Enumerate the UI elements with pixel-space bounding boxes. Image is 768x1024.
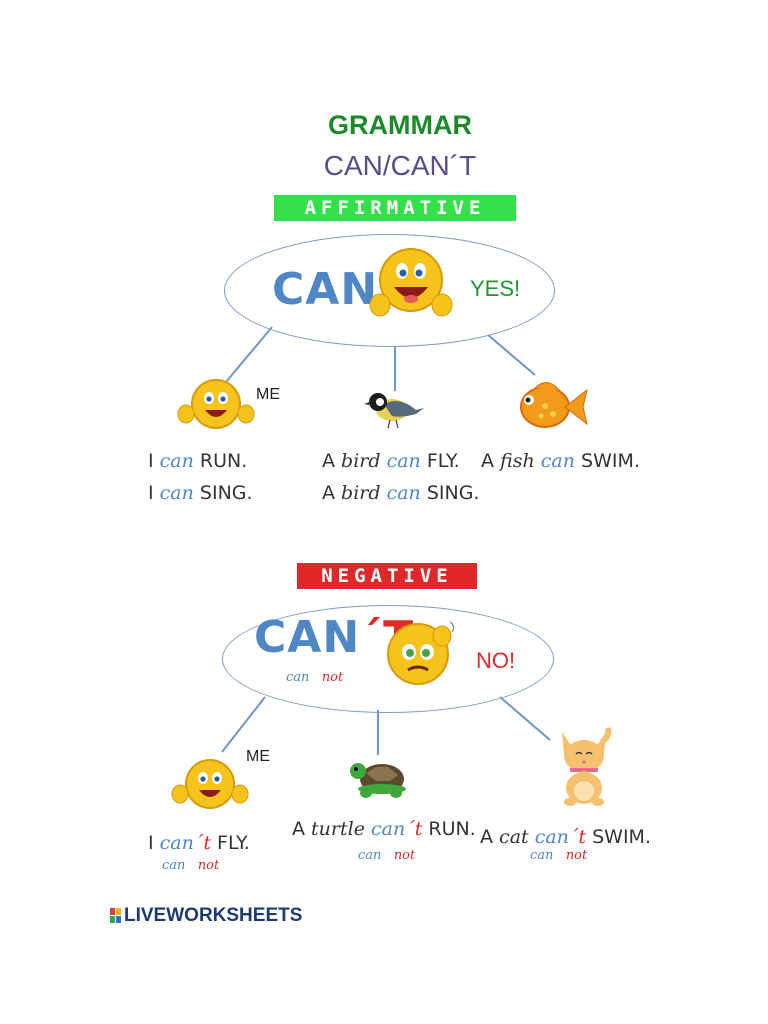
no-label: NO! (476, 648, 516, 673)
expansion-not: not (565, 848, 588, 863)
turtle-icon (350, 763, 406, 798)
smiley-icon (171, 759, 249, 809)
cant-expansion: can not (286, 670, 343, 685)
affirmative-banner: AFFIRMATIVE (274, 195, 516, 221)
expansion-not: not (393, 848, 416, 863)
liveworksheets-logo[interactable]: LIVEWORKSHEETS (124, 905, 303, 926)
me-label: ME (246, 748, 270, 765)
smiley-thumbs-up-icon (369, 248, 453, 317)
cant-word-can: CAN (254, 612, 361, 663)
sentence-turtle: A turtle can´t RUN. (292, 818, 476, 840)
sentence-fish: A fish can SWIM. (481, 450, 640, 472)
sentence-bird-2: A bird can SING. (322, 482, 480, 504)
page-title: GRAMMAR (328, 110, 472, 140)
sentence-cat: A cat can´t SWIM. (480, 826, 651, 848)
expansion-can: can (286, 670, 310, 685)
expansion-me: can not (162, 858, 219, 873)
me-label: ME (256, 386, 280, 403)
expansion-not: not (197, 858, 220, 873)
yes-label: YES! (470, 276, 521, 301)
thinking-smiley-icon (387, 621, 455, 685)
expansion-can: can (358, 848, 382, 863)
expansion-cat: can not (530, 848, 587, 863)
expansion-not: not (321, 670, 344, 685)
sentence-me-cant: I can´t FLY. (148, 832, 250, 854)
cat-icon (562, 727, 612, 806)
can-ellipse (224, 234, 555, 347)
expansion-can: can (162, 858, 186, 873)
sentence-me-2: I can SING. (148, 482, 253, 504)
logo-mark-icon (110, 908, 121, 923)
bird-icon (364, 393, 424, 429)
cant-ellipse (222, 605, 554, 713)
expansion-can: can (530, 848, 554, 863)
expansion-turtle: can not (358, 848, 415, 863)
can-word: CAN (272, 264, 379, 315)
negative-banner: NEGATIVE (297, 563, 477, 589)
sentence-me-1: I can RUN. (148, 450, 248, 472)
smiley-icon (177, 379, 255, 429)
cant-word: CAN´T (254, 612, 414, 663)
fish-icon (520, 382, 588, 428)
page-subtitle: CAN/CAN´T (323, 150, 477, 181)
sentence-bird-1: A bird can FLY. (322, 450, 460, 472)
